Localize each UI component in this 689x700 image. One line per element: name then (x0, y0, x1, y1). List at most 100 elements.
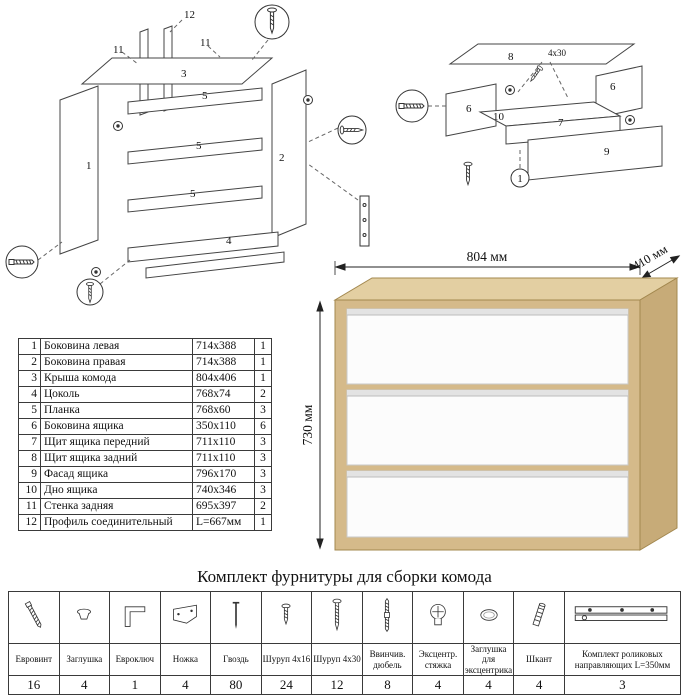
exploded-view-drawer: 8 4x30 6 6 10 7 9 1 (395, 43, 663, 188)
part-label: 4 (226, 235, 232, 247)
parts-cell-size: 695x397 (192, 498, 255, 515)
part-label: 12 (184, 9, 195, 21)
parts-cell-size: 740x346 (192, 482, 255, 499)
parts-cell-num: 8 (18, 450, 41, 467)
drawer-panels (445, 43, 663, 181)
part-label: 2 (279, 152, 285, 164)
part-label: 11 (200, 37, 211, 49)
parts-cell-qty: 1 (254, 338, 272, 355)
drawer-front (346, 389, 629, 466)
parts-cell-qty: 3 (254, 466, 272, 483)
hardware-name: Заглушка (58, 642, 111, 677)
step-number-label: 1 (517, 173, 523, 185)
hardware-name: Гвоздь (210, 642, 262, 677)
screw-icon (463, 161, 473, 186)
hardware-name: Ножка (159, 642, 212, 677)
screw-icon (527, 64, 544, 84)
drawer-side-panel (445, 83, 497, 137)
hardware-name: Комплект роликовых направляющих L=350мм (563, 642, 682, 677)
drawer-slide-detail (359, 195, 370, 247)
hardware-name: Шуруп 4x30 (311, 642, 363, 677)
hardware-name: Евроключ (109, 642, 161, 677)
plank-panel (127, 87, 263, 115)
exploded-view-carcass: 12 11 11 3 5 1 2 5 5 4 (5, 4, 370, 306)
hardware-qty: 4 (462, 675, 515, 696)
parts-cell-qty: 1 (254, 514, 272, 531)
part-label: 10 (493, 111, 505, 123)
hardware-qty: 16 (8, 675, 60, 696)
hardware-qty: 4 (412, 675, 464, 696)
parts-cell-qty: 2 (254, 386, 272, 403)
hardware-name: Шуруп 4x16 (260, 642, 313, 677)
parts-cell-name: Цоколь (40, 386, 193, 403)
hardware-name: Заглушка для эксцентрика (462, 642, 515, 677)
leader-lines (37, 19, 359, 285)
leader-lines (428, 61, 569, 168)
part-label: 11 (113, 44, 124, 56)
parts-cell-size: 711x110 (192, 434, 255, 451)
parts-cell-num: 1 (18, 338, 41, 355)
dowel-screw-icon (361, 591, 414, 644)
parts-cell-name: Профиль соединительный (40, 514, 193, 531)
parts-cell-name: Фасад ящика (40, 466, 193, 483)
cam-cover-icon (462, 591, 515, 644)
parts-cell-size: 804x406 (192, 370, 255, 387)
hexkey-icon (109, 591, 161, 644)
part-label: 5 (190, 188, 196, 200)
parts-cell-num: 3 (18, 370, 41, 387)
parts-cell-name: Щит ящика задний (40, 450, 193, 467)
parts-cell-qty: 6 (254, 418, 272, 435)
parts-cell-size: L=667мм (192, 514, 255, 531)
part-label: 6 (610, 81, 616, 93)
parts-cell-qty: 3 (254, 482, 272, 499)
hardware-qty: 4 (58, 675, 111, 696)
hardware-qty: 4 (513, 675, 565, 696)
plank-panel (127, 137, 263, 165)
drawer-fronts (346, 308, 629, 538)
hardware-name: Эксцентр. стяжка (412, 642, 464, 677)
parts-cell-name: Стенка задняя (40, 498, 193, 515)
parts-cell-num: 11 (18, 498, 41, 515)
parts-cell-num: 7 (18, 434, 41, 451)
plug-icon (58, 591, 111, 644)
dimension-lines (316, 255, 681, 550)
part-label: 7 (558, 117, 564, 129)
dresser-body (333, 277, 679, 551)
part-label: 9 (604, 146, 610, 158)
parts-cell-name: Крыша комода (40, 370, 193, 387)
euroscrew-icon (8, 591, 60, 644)
parts-cell-size: 768x60 (192, 402, 255, 419)
hardware-icons-row (8, 591, 682, 644)
parts-cell-size: 350x110 (192, 418, 255, 435)
part-label: 3 (181, 68, 187, 80)
drawer-fascia-panel (527, 125, 663, 181)
carcass-panels (59, 25, 307, 279)
hardware-qty: 80 (210, 675, 262, 696)
part-label: 5 (196, 140, 202, 152)
screw-size-label: 4x30 (548, 48, 567, 58)
parts-cell-size: 711x110 (192, 450, 255, 467)
parts-cell-size: 768x74 (192, 386, 255, 403)
euroscrew-icon (398, 103, 425, 109)
plinth-panel (127, 231, 279, 263)
foot-icon (159, 591, 212, 644)
parts-cell-qty: 3 (254, 450, 272, 467)
right-side-panel (271, 69, 307, 239)
parts-cell-name: Боковина правая (40, 354, 193, 371)
wood-dowel-icon (513, 591, 565, 644)
drawer-back-panel (448, 43, 636, 65)
parts-cell-num: 2 (18, 354, 41, 371)
drawer-front (346, 470, 629, 538)
hardware-qty: 1 (109, 675, 161, 696)
parts-cell-name: Дно ящика (40, 482, 193, 499)
parts-cell-num: 5 (18, 402, 41, 419)
